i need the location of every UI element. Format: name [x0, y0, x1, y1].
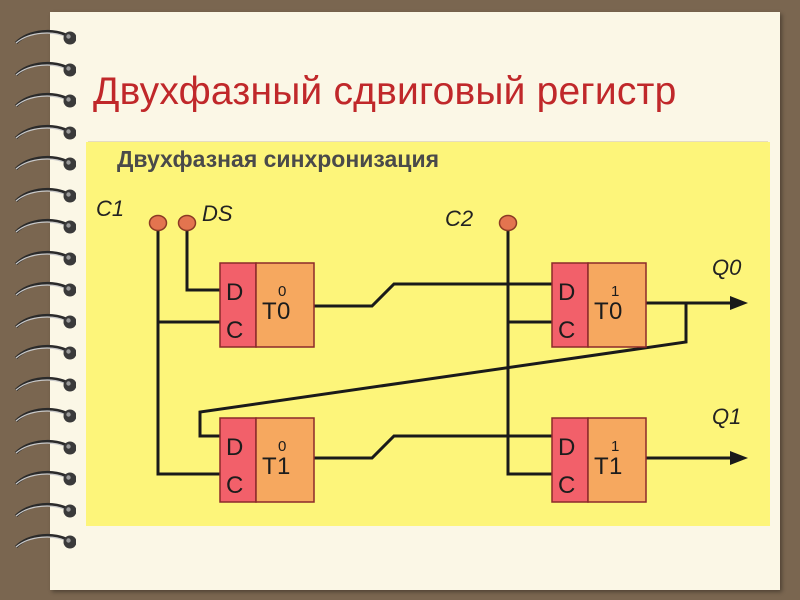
arrow-q0-icon — [730, 296, 748, 310]
trigger-t10: D C T 1 0 — [551, 262, 647, 348]
spiral-ring-icon — [14, 218, 76, 234]
t11-d-label: D — [558, 434, 575, 461]
wire-c2-bus — [506, 230, 552, 476]
spiral-ring-icon — [14, 29, 76, 45]
arrow-q1-icon — [730, 451, 748, 465]
t01-name: T — [262, 453, 277, 480]
t10-sub: 0 — [609, 298, 622, 325]
t11-sup: 1 — [611, 438, 619, 455]
spiral-ring-icon — [14, 124, 76, 139]
spiral-ring-icon — [14, 407, 76, 423]
wire-feedback — [198, 303, 688, 438]
t10-c-label: C — [558, 317, 575, 344]
circuit-wires — [156, 230, 732, 476]
spiral-ring-icon — [14, 470, 76, 486]
trigger-t11: D C T 1 1 — [551, 417, 647, 503]
t01-c-label: C — [226, 472, 243, 499]
diagram-panel — [86, 142, 770, 526]
t10-sup: 1 — [611, 283, 619, 300]
input-label-c2: C2 — [445, 206, 474, 231]
t01-sub: 1 — [277, 453, 290, 480]
spiral-ring-icon — [14, 250, 76, 265]
trigger-t01: D C T 0 1 — [219, 417, 315, 503]
t11-sub: 1 — [609, 453, 622, 480]
wire-c1-bus — [156, 230, 220, 476]
t00-c-label: C — [226, 317, 243, 344]
wire-t00-t10 — [314, 282, 552, 308]
t00-d-label: D — [226, 279, 243, 306]
spiral-ring-icon — [14, 376, 76, 391]
input-label-c1: C1 — [96, 196, 125, 221]
terminal-c2 — [498, 214, 518, 232]
spiral-ring-icon — [14, 61, 76, 76]
wire-ds — [185, 230, 220, 292]
spiral-ring-icon — [14, 344, 76, 360]
spiral-ring-icon — [14, 313, 76, 328]
output-label-q0: Q0 — [712, 255, 742, 280]
terminal-c1 — [148, 214, 168, 232]
t00-name: T — [262, 298, 277, 325]
t10-name: T — [594, 298, 609, 325]
spiral-ring-icon — [14, 155, 76, 171]
t01-sup: 0 — [278, 438, 286, 455]
output-label-q1: Q1 — [712, 404, 742, 429]
t01-d-label: D — [226, 434, 243, 461]
t00-sub: 0 — [277, 298, 290, 325]
t00-sup: 0 — [278, 283, 286, 300]
t11-c-label: C — [558, 472, 575, 499]
spiral-ring-icon — [14, 281, 76, 297]
t10-d-label: D — [558, 279, 575, 306]
terminal-ds — [177, 214, 197, 232]
t11-name: T — [594, 453, 609, 480]
spiral-ring-icon — [14, 187, 76, 202]
slide-title: Двухфазный сдвиговый регистр — [93, 70, 677, 113]
trigger-t00: D C T 0 0 — [219, 262, 315, 348]
input-label-ds: DS — [202, 201, 233, 226]
spiral-ring-icon — [14, 439, 76, 454]
diagram-subtitle: Двухфазная синхронизация — [117, 146, 439, 172]
spiral-ring-icon — [14, 533, 76, 549]
spiral-ring-icon — [14, 502, 76, 517]
wire-t01-t11 — [314, 434, 552, 460]
spiral-ring-icon — [14, 92, 76, 108]
